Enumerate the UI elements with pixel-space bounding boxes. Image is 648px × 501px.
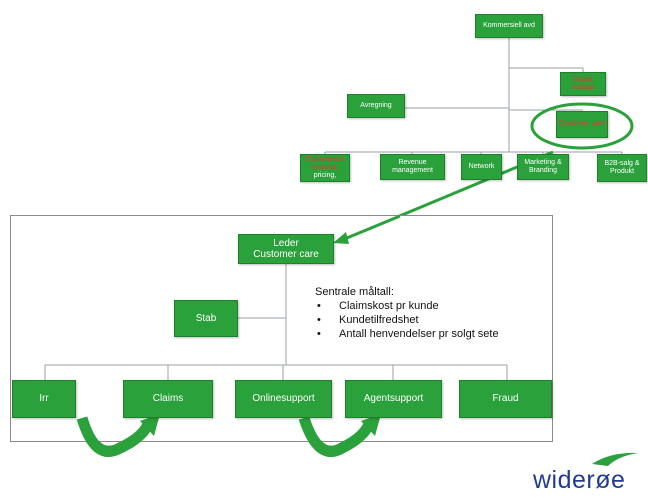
node-kommersiell-avd: Kommersiell avd <box>475 14 543 38</box>
node-irr: Irr <box>12 380 76 418</box>
node-claims: Claims <box>123 380 213 418</box>
node-stab: Stab <box>174 300 238 337</box>
node-network: Network <box>461 154 502 180</box>
node-fraud: Fraud <box>459 380 552 418</box>
logo-wing-icon <box>592 452 638 466</box>
kpi-item: Claimskost pr kunde <box>315 299 499 313</box>
node-marketing-branding: Marketing & Branding <box>517 154 569 180</box>
node-digital-strategi: Digital strategi <box>560 72 606 96</box>
node-avregning: Avregning <box>347 94 405 118</box>
company-logo: widerøe <box>533 466 626 494</box>
kpi-list: Claimskost pr kunde Kundetilfredshet Ant… <box>315 299 499 341</box>
node-agentsupport: Agentsupport <box>345 380 442 418</box>
node-b2b-salg: B2B-salg & Produkt <box>597 154 647 182</box>
node-onlinesupport: Onlinesupport <box>235 380 332 418</box>
node-leder-customer-care: Leder Customer care <box>238 234 334 264</box>
node-revenue-management: Revenue management <box>380 154 445 180</box>
kpi-block: Sentrale måltall: Claimskost pr kunde Ku… <box>315 285 499 341</box>
kpi-item: Antall henvendelser pr solgt sete <box>315 327 499 341</box>
node-commercial-systems: Commercial systems, pricing, <box>300 154 350 182</box>
highlight-ellipse <box>530 102 634 150</box>
node-customer-care-top: Customer care <box>556 111 608 138</box>
kpi-title: Sentrale måltall: <box>315 286 394 298</box>
kpi-item: Kundetilfredshet <box>315 313 499 327</box>
